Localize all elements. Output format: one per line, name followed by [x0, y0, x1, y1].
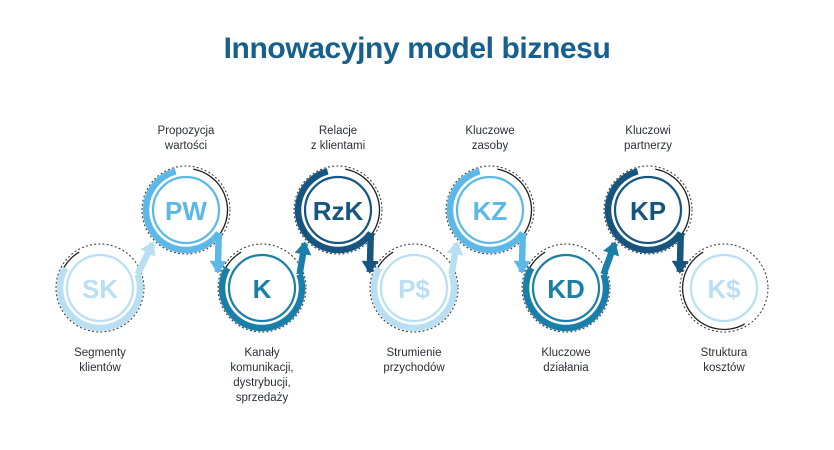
- caption-sk: Segmenty klientów: [74, 347, 126, 374]
- node-inner-ring: [455, 175, 525, 245]
- node-abbr-pw: PW: [165, 196, 207, 226]
- flow-arrowhead: [209, 260, 227, 274]
- node-dotted-ring: [445, 165, 535, 255]
- flow-arc: [370, 266, 458, 332]
- flow-arrow-kp-to-kdollar: [604, 168, 689, 274]
- flow-arc: [142, 168, 222, 254]
- node-inner-ring: [227, 253, 297, 323]
- caption-kdollar: Struktura kosztów: [700, 347, 748, 374]
- node-group: SK PW K RzK P$ KZ KD KP K$: [55, 165, 769, 333]
- flow-arrowhead: [361, 260, 379, 274]
- page-title: Innowacyjny model biznesu: [223, 32, 611, 65]
- node-dotted-ring: [55, 243, 145, 333]
- flow-arc: [56, 266, 144, 332]
- node-inner-ring: [151, 175, 221, 245]
- flow-arrowhead: [294, 241, 312, 256]
- node-dotted-ring: [521, 243, 611, 333]
- node-inner-ring: [613, 175, 683, 245]
- node-abbr-kz: KZ: [473, 196, 508, 226]
- node-dotted-ring: [217, 243, 307, 333]
- node-abbr-k: K: [253, 274, 272, 304]
- flow-arc: [604, 168, 684, 254]
- flow-arrowhead: [671, 260, 689, 274]
- node-dotted-ring: [293, 165, 383, 255]
- node-outline-arc: [681, 251, 746, 331]
- flow-arrow-rzk-to-pd: [294, 168, 379, 274]
- node-abbr-rzk: RzK: [313, 196, 364, 226]
- flow-arrow-kz-to-kd: [446, 168, 531, 274]
- caption-kp: Kluczowi partnerzy: [624, 125, 672, 152]
- flow-arrow-sk-to-pw: [56, 241, 156, 332]
- node-inner-ring: [689, 253, 759, 323]
- flow-arrow-kd-to-kp: [522, 241, 620, 332]
- flow-arrowhead: [513, 260, 531, 274]
- flow-arc: [446, 168, 526, 254]
- flow-arc: [218, 266, 306, 332]
- caption-pw: Propozycja wartości: [157, 125, 215, 152]
- node-abbr-kp: KP: [630, 196, 666, 226]
- flow-arrow-pd-to-kz: [370, 241, 464, 332]
- node-inner-ring: [303, 175, 373, 245]
- caption-rzk: Relacje z klientami: [310, 125, 366, 152]
- flow-arrow-k-to-rzk: [218, 241, 312, 332]
- node-abbr-kdollar: K$: [707, 274, 741, 304]
- caption-kz: Kluczowe zasoby: [465, 125, 515, 152]
- node-dotted-ring: [679, 243, 769, 333]
- node-inner-ring: [379, 253, 449, 323]
- flow-arrowhead: [140, 241, 156, 257]
- node-kdollar[interactable]: [679, 243, 769, 333]
- flow-arc: [294, 168, 374, 254]
- node-dotted-ring: [603, 165, 693, 255]
- node-dotted-ring: [141, 165, 231, 255]
- flow-arrowhead: [603, 241, 620, 257]
- node-dotted-ring: [369, 243, 459, 333]
- flow-arrowhead: [446, 241, 464, 256]
- node-inner-ring: [531, 253, 601, 323]
- flow-arc: [522, 266, 610, 332]
- caption-kd: Kluczowe działania: [541, 347, 591, 374]
- node-abbr-pd: P$: [398, 274, 430, 304]
- node-abbr-sk: SK: [82, 274, 118, 304]
- node-inner-ring: [65, 253, 135, 323]
- flow-arrow-pw-to-k: [142, 168, 227, 274]
- node-abbr-kd: KD: [547, 274, 585, 304]
- caption-pd: Strumienie przychodów: [383, 347, 445, 374]
- caption-k: Kanały komunikacji, dystrybucji, sprzeda…: [230, 347, 294, 404]
